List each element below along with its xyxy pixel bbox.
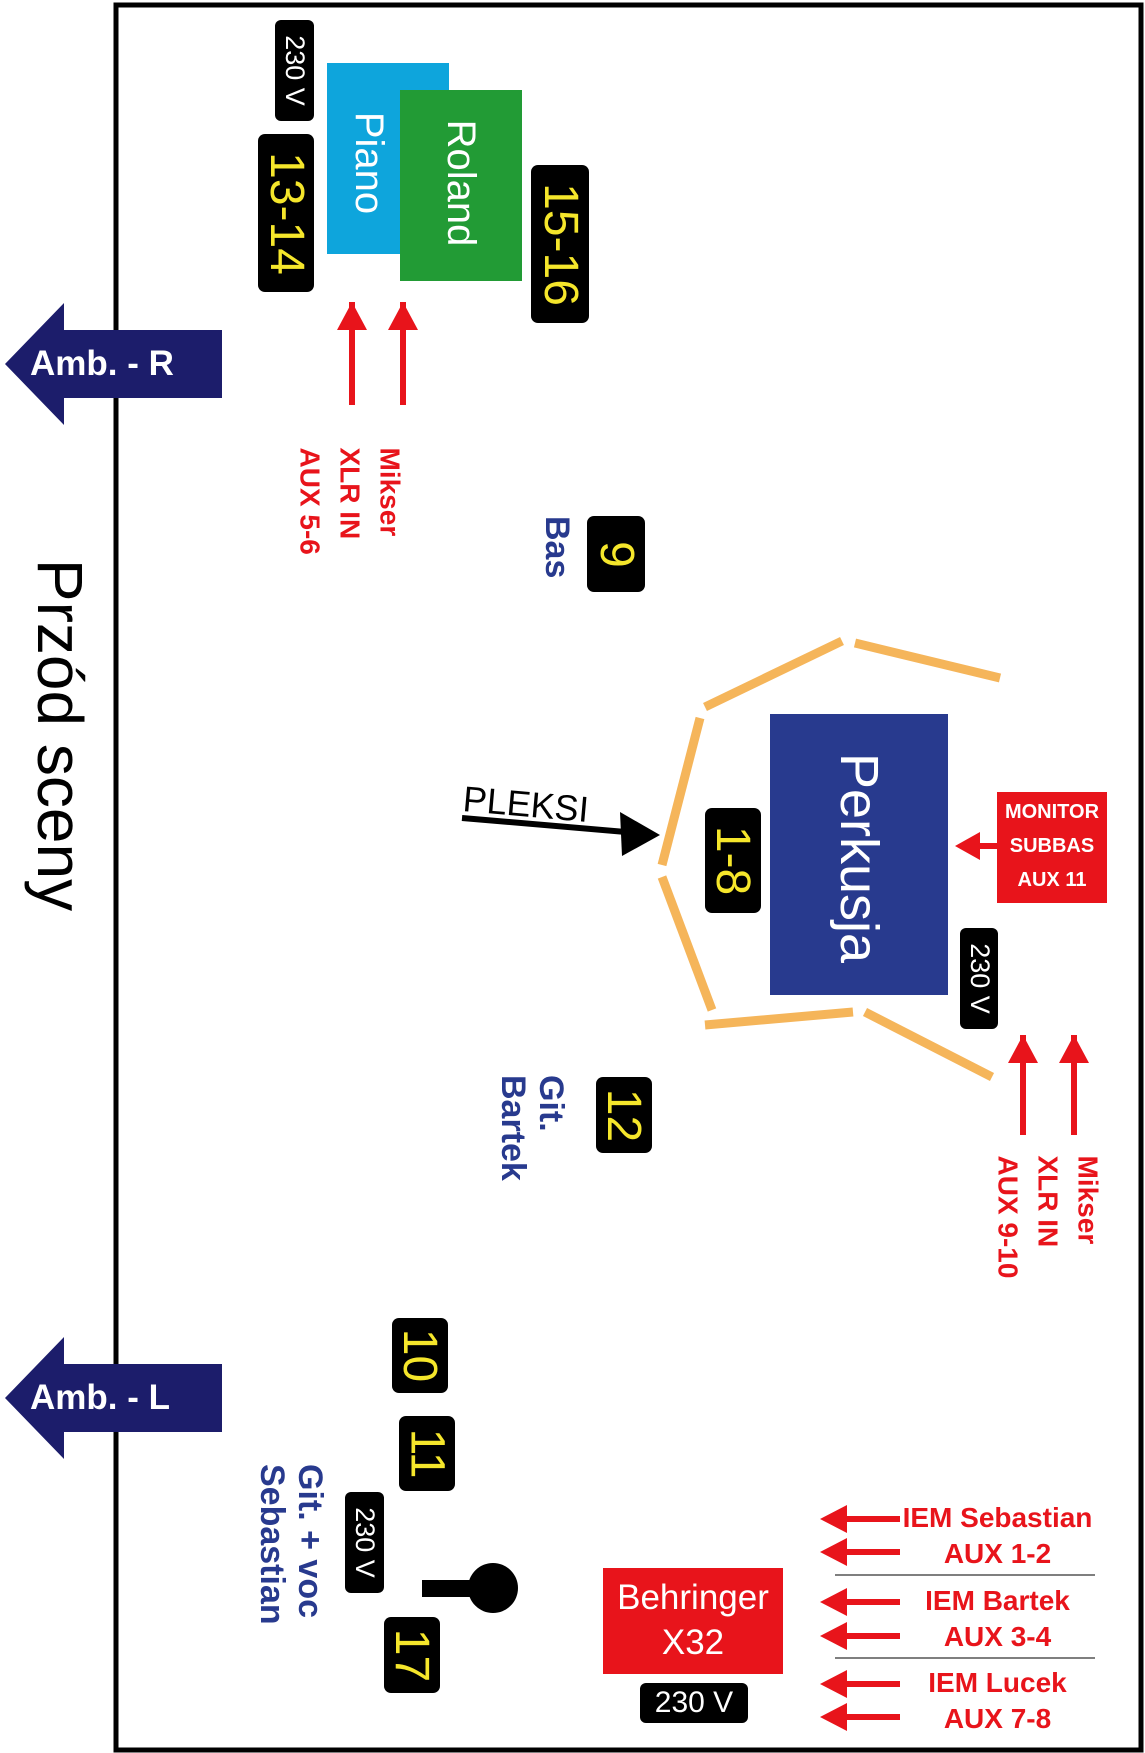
keyboard-power-label: 230 V: [280, 35, 310, 106]
monitor-block: [997, 792, 1107, 903]
feed-line: AUX 9-10: [992, 1155, 1024, 1279]
iem-arrow-head: [820, 1588, 847, 1616]
plexi-segment: [853, 638, 1002, 683]
iem-name: IEM Bartek: [925, 1585, 1070, 1616]
channel-label: 1-8: [706, 825, 760, 896]
feed-line: AUX 5-6: [294, 447, 326, 555]
vocal-mic-icon: [468, 1563, 518, 1613]
mixer-label: Behringer X32: [603, 1575, 783, 1667]
channel-badge-9: 9: [587, 516, 645, 592]
plexi-segment: [704, 1007, 854, 1030]
iem-arrow-head: [820, 1703, 847, 1731]
iem-name: IEM Lucek: [928, 1667, 1067, 1698]
drums-feed-arrow-head: [1059, 1035, 1089, 1063]
roland-label: Roland: [439, 119, 483, 247]
iem-arrow-head: [820, 1505, 847, 1533]
iem-aux: AUX 3-4: [943, 1621, 1052, 1652]
plexi-segment: [657, 875, 717, 1012]
label-line: Git.: [532, 1075, 570, 1132]
drums-label: Perkusja: [829, 752, 889, 964]
channel-label: 11: [400, 1428, 454, 1479]
iem-label-sebastian: IEM Sebastian AUX 1-2: [900, 1500, 1095, 1572]
label-line: Git. + voc: [291, 1464, 329, 1618]
feed-line: Mikser: [374, 447, 406, 537]
iem-arrow-head: [820, 1670, 847, 1698]
drums-block: [770, 714, 948, 995]
guitar-power-label: 230 V: [350, 1507, 380, 1578]
amb-l-arrow: [5, 1337, 222, 1459]
channel-badge-15-16: 15-16: [531, 165, 589, 323]
feed-line: XLR IN: [1032, 1155, 1064, 1248]
iem-aux: AUX 7-8: [943, 1703, 1052, 1734]
keyboard-feed-arrow-head: [388, 302, 418, 330]
iem-arrow-head: [820, 1622, 847, 1650]
plexi-segment: [703, 636, 844, 712]
mixer-block: [603, 1568, 783, 1674]
label-line: Bartek: [494, 1075, 532, 1181]
channel-badge-1-8: 1-8: [705, 808, 761, 913]
channel-label: 17: [385, 1628, 439, 1682]
iem-name: IEM Sebastian: [902, 1502, 1093, 1533]
mixer-line: Behringer: [617, 1578, 769, 1617]
keyboard-power-badge: 230 V: [275, 20, 314, 121]
mixer-line: X32: [661, 1623, 725, 1662]
iem-arrow-head: [820, 1538, 847, 1566]
monitor-line: AUX 11: [1017, 869, 1087, 891]
channel-label: 12: [597, 1088, 651, 1142]
drums-feed-label: Mikser XLR IN AUX 9-10: [983, 1156, 1108, 1306]
guitar-bartek-label: Git. Bartek: [490, 1075, 570, 1195]
channel-label: 9: [589, 540, 643, 568]
keyboard-feed-arrow-head: [337, 302, 367, 330]
channel-label: 15-16: [533, 182, 587, 306]
front-of-stage-label: Przód sceny: [24, 558, 96, 912]
mixer-power-label: 230 V: [654, 1686, 734, 1719]
channel-badge-13-14: 13-14: [258, 134, 314, 292]
drums-feed-arrow-head: [1008, 1035, 1038, 1063]
iem-arrow-heads: [820, 1505, 847, 1731]
guitar-sebastian-label: Git. + voc Sebastian: [249, 1464, 329, 1674]
amb-r-label: Amb. - R: [30, 344, 174, 383]
stage-outline: [113, 2, 1144, 1753]
keyboard-feed-label: Mikser XLR IN AUX 5-6: [285, 448, 410, 578]
bass-label: Bas: [538, 516, 576, 579]
drums-power-label: 230 V: [964, 943, 995, 1014]
label-line: Sebastian: [253, 1464, 291, 1625]
feed-line: XLR IN: [334, 447, 366, 540]
mixer-power-badge: 230 V: [640, 1683, 748, 1723]
guitar-power-badge: 230 V: [345, 1492, 384, 1593]
plexi-arrow: [461, 815, 639, 836]
monitor-label: MONITOR SUBBAS AUX 11: [997, 795, 1107, 900]
plexi-shield: [657, 636, 1002, 1082]
channel-label: 10: [393, 1328, 447, 1383]
iem-aux: AUX 1-2: [943, 1538, 1052, 1569]
iem-label-lucek: IEM Lucek AUX 7-8: [900, 1665, 1095, 1737]
channel-badge-10: 10: [392, 1318, 448, 1393]
amb-r-arrow: [5, 303, 222, 425]
iem-arrows: [840, 1516, 900, 1720]
channel-label: 13-14: [259, 151, 313, 275]
plexi-arrow-head: [620, 812, 660, 856]
piano-label: Piano: [347, 111, 391, 215]
channel-badge-12: 12: [596, 1077, 652, 1153]
monitor-arrow-head: [955, 832, 980, 860]
channel-badge-17: 17: [384, 1617, 440, 1693]
iem-label-bartek: IEM Bartek AUX 3-4: [900, 1583, 1095, 1655]
amb-l-label: Amb. - L: [30, 1378, 170, 1417]
channel-badge-11: 11: [399, 1416, 455, 1491]
plexi-segment: [862, 1007, 995, 1082]
drums-power-badge: 230 V: [960, 928, 998, 1029]
monitor-line: SUBBAS: [1009, 835, 1095, 857]
feed-line: Mikser: [1072, 1155, 1104, 1245]
plexi-segment: [657, 716, 705, 867]
roland-block: [400, 90, 522, 281]
monitor-line: MONITOR: [1004, 801, 1100, 823]
